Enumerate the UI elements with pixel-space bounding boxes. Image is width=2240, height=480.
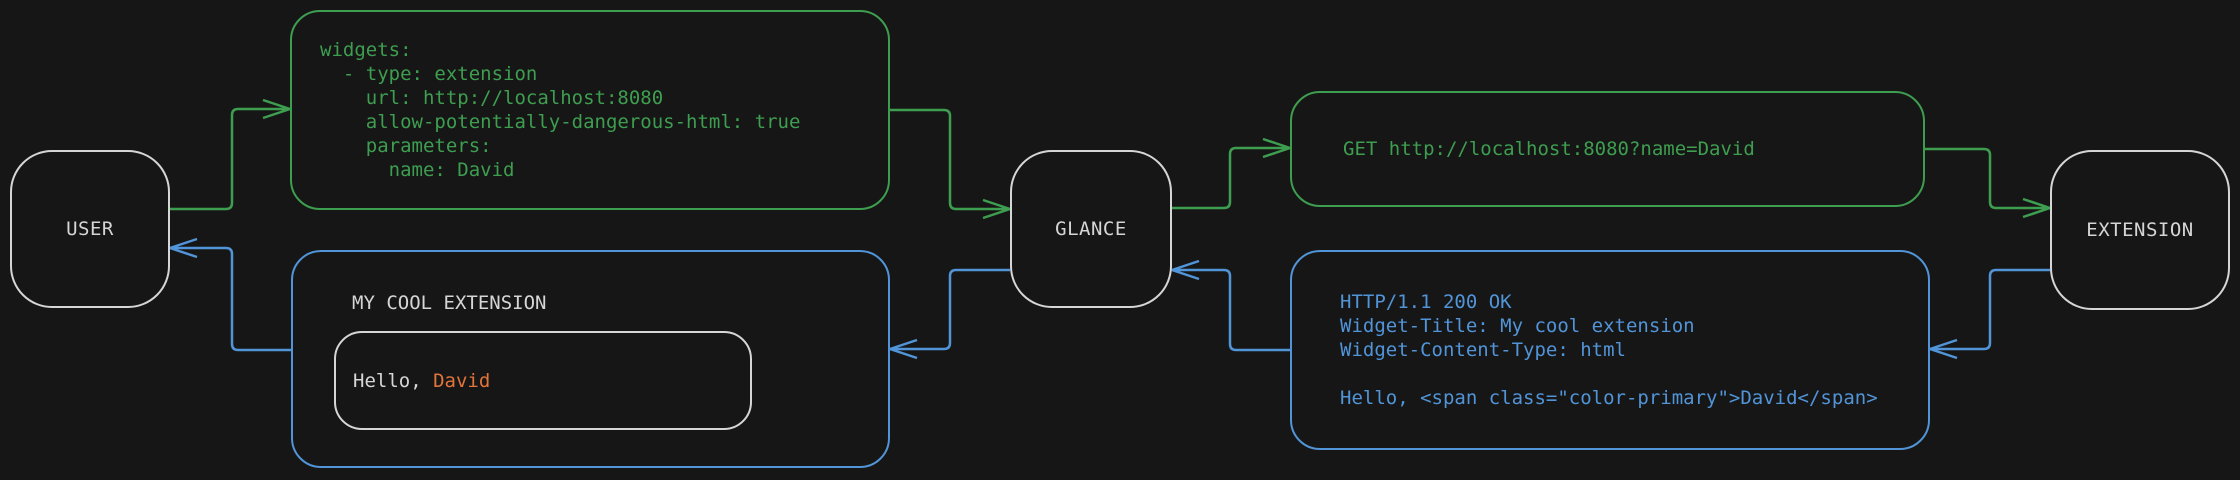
extension-node: EXTENSION bbox=[2050, 150, 2230, 310]
response-line: HTTP/1.1 200 OK bbox=[1340, 291, 1512, 313]
response-line: Widget-Content-Type: html bbox=[1340, 339, 1626, 361]
config-line: url: http://localhost:8080 bbox=[320, 87, 664, 109]
request-line: GET http://localhost:8080?name=David bbox=[1343, 138, 1755, 160]
arrow-user-to-config bbox=[170, 98, 291, 211]
response-line: Hello, <span class="color-primary">David… bbox=[1340, 387, 1878, 409]
greeting-name: David bbox=[433, 369, 491, 392]
response-line bbox=[1340, 362, 1928, 386]
widget-greeting-box: Hello, David bbox=[334, 331, 752, 430]
config-line: widgets: bbox=[320, 39, 412, 61]
arrow-config-to-glance bbox=[890, 108, 1011, 220]
arrow-glance-to-request bbox=[1172, 137, 1291, 210]
config-line: allow-potentially-dangerous-html: true bbox=[320, 111, 801, 133]
widget-title: MY COOL EXTENSION bbox=[352, 292, 547, 314]
arrow-widget-to-user bbox=[169, 237, 291, 352]
greeting-prefix: Hello, bbox=[353, 369, 434, 392]
http-request-box: GET http://localhost:8080?name=David bbox=[1290, 91, 1925, 207]
glance-node-label: GLANCE bbox=[1055, 218, 1127, 240]
extension-node-label: EXTENSION bbox=[2086, 219, 2194, 241]
config-line: parameters: bbox=[320, 135, 492, 157]
arrow-response-to-glance bbox=[1171, 259, 1290, 352]
user-node: USER bbox=[10, 150, 170, 308]
config-line: name: David bbox=[320, 159, 515, 181]
arrow-request-to-extension bbox=[1925, 147, 2051, 219]
arrow-glance-to-widget bbox=[889, 268, 1010, 360]
yaml-config-box: widgets: - type: extension url: http://l… bbox=[290, 10, 890, 210]
http-response-box: HTTP/1.1 200 OK Widget-Title: My cool ex… bbox=[1290, 250, 1930, 450]
arrow-extension-to-response bbox=[1929, 268, 2050, 360]
response-line: Widget-Title: My cool extension bbox=[1340, 315, 1695, 337]
glance-node: GLANCE bbox=[1010, 150, 1172, 308]
rendered-widget-box: MY COOL EXTENSION Hello, David bbox=[291, 250, 890, 468]
config-line: - type: extension bbox=[320, 63, 538, 85]
user-node-label: USER bbox=[66, 218, 114, 240]
